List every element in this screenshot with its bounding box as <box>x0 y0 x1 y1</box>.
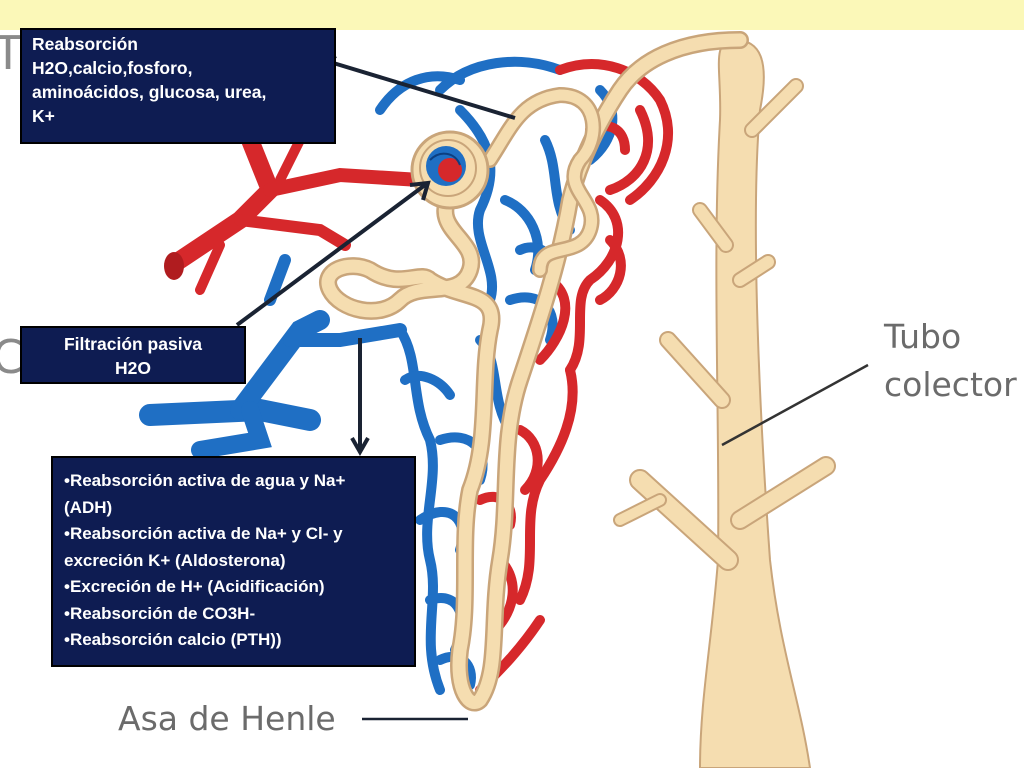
nephron-tubule <box>319 31 749 712</box>
label-asa-de-henle: Asa de Henle <box>118 699 336 738</box>
proximal-line-1: Reabsorción <box>32 34 138 54</box>
label-colector: colector <box>884 365 1017 404</box>
proximal-line-2: H2O,calcio,fosforo, <box>32 58 193 78</box>
artery-branch <box>164 131 427 295</box>
label-tubo: Tubo <box>884 317 962 356</box>
annotation-arrows <box>235 54 516 721</box>
top-banner <box>0 0 1024 30</box>
proximal-line-4: K+ <box>32 106 55 126</box>
distal-line-2: (ADH) <box>64 497 113 517</box>
collecting-duct <box>613 38 869 768</box>
distal-line-7: •Reabsorción calcio (PTH)) <box>64 630 282 649</box>
distal-line-1: •Reabsorción activa de agua y Na+ <box>64 471 346 490</box>
distal-line-6: •Reabsorción de CO3H- <box>64 603 256 623</box>
glomerulus <box>410 130 490 210</box>
filtration-line-2: H2O <box>115 358 151 378</box>
distal-line-5: •Excreción de H+ (Acidificación) <box>64 577 325 596</box>
distal-reabsorption-box: •Reabsorción activa de agua y Na+ (ADH) … <box>51 456 416 667</box>
filtration-line-1: Filtración pasiva <box>63 334 203 354</box>
filtration-box: Filtración pasiva H2O <box>20 326 246 384</box>
edge-letter-t: T <box>0 26 23 80</box>
distal-line-3: •Reabsorción activa de Na+ y Cl- y <box>64 524 343 543</box>
proximal-reabsorption-box: Reabsorción H2O,calcio,fosforo, aminoáci… <box>20 28 336 144</box>
distal-line-4: excreción K+ (Aldosterona) <box>64 550 286 570</box>
vein-branch <box>139 254 407 459</box>
proximal-line-3: aminoácidos, glucosa, urea, <box>32 82 267 102</box>
